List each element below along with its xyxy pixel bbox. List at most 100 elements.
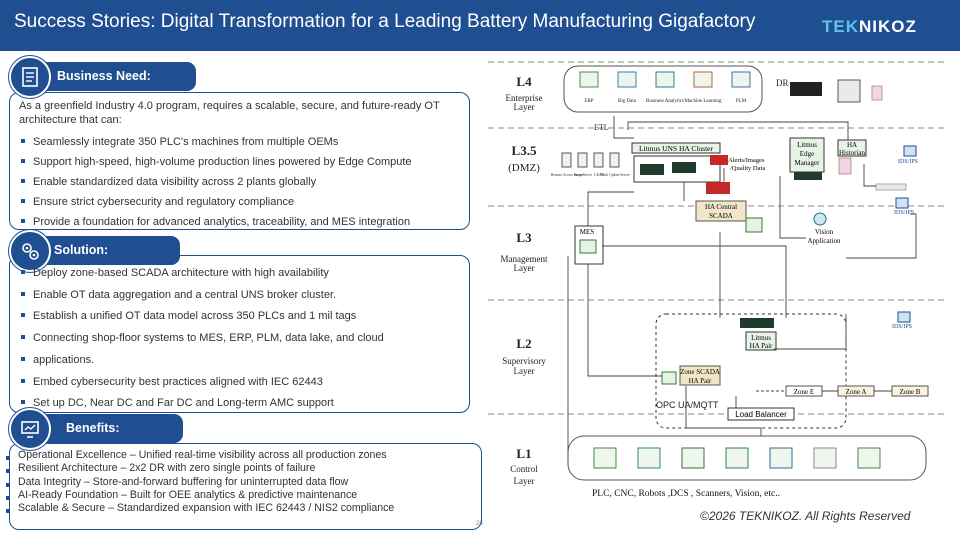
layer-name: Management: [501, 254, 548, 264]
layer-name: Layer: [514, 263, 535, 273]
layer-name: Enterprise: [506, 93, 543, 103]
enterprise-app-label: ERP: [584, 99, 593, 104]
litmus-node: [640, 164, 664, 175]
ha-scada-label-1: HA Central: [705, 203, 737, 211]
zone-label: Zone A: [846, 388, 867, 396]
uns-cluster-label: Litmus UNS HA Cluster: [639, 144, 713, 153]
connector: [685, 386, 762, 436]
page-number: 28: [476, 521, 483, 527]
device-icon: [857, 447, 881, 469]
dr-label: DR: [776, 78, 789, 88]
connector: [587, 191, 634, 226]
layer-id: L4: [516, 74, 532, 89]
idsips-icon: [903, 145, 917, 157]
business-need-item: Enable standardized data visibility acro…: [19, 172, 412, 192]
scada-monitor-icon: [745, 217, 763, 233]
connector: [779, 176, 806, 239]
layer-id: L2: [516, 336, 531, 351]
benefits-heading: Benefits:: [28, 414, 183, 443]
enterprise-app-label: Big Data: [618, 99, 637, 104]
layer-id: L3.5: [512, 143, 537, 158]
benefits-icon: [9, 408, 51, 450]
header-bar: Success Stories: Digital Transformation …: [0, 0, 960, 51]
connector: [774, 314, 847, 350]
document-icon: [9, 56, 51, 98]
historian-label-2: Historian: [839, 149, 866, 157]
dmz-server-icon: [593, 152, 604, 168]
ha-scada-label-2: SCADA: [709, 212, 733, 220]
litmus-node: [672, 162, 696, 173]
layer-id: L3: [516, 230, 532, 245]
benefits-list: Operational Excellence – Unified real-ti…: [4, 449, 394, 515]
connector: [863, 164, 876, 187]
dr-database-icon: [871, 85, 883, 101]
mes-monitor-icon: [579, 239, 597, 254]
litmus-ha-pair-box: [745, 331, 777, 351]
dmz-server-label: Jump Server: [574, 173, 593, 177]
load-balancer-label: Load Balancer: [735, 410, 787, 419]
idsips-icon: [897, 311, 911, 323]
alerts-label-1: Alerts/Images: [728, 157, 765, 164]
business-need-item: Ensure strict cybersecurity and regulato…: [19, 192, 412, 212]
dmz-server-label: Patch Update Server: [600, 173, 630, 177]
layer-name: Layer: [514, 476, 535, 486]
benefit-item: Resilient Architecture – 2x2 DR with zer…: [4, 462, 394, 475]
page-title: Success Stories: Digital Transformation …: [14, 11, 756, 32]
solution-item: Establish a unified OT data model across…: [19, 306, 384, 328]
switch-icon: [875, 183, 907, 191]
layer-id: L1: [516, 446, 531, 461]
benefit-item: AI-Ready Foundation – Built for OEE anal…: [4, 489, 394, 502]
dr-historian-icon: [837, 79, 861, 103]
benefit-title: Scalable & Secure –: [18, 502, 114, 515]
vision-icon: [813, 212, 827, 226]
historian-database-icon: [838, 157, 852, 175]
device-icon: [725, 447, 749, 469]
firewall-icon: [710, 155, 728, 165]
layer-name: Layer: [514, 102, 535, 112]
solution-item: Enable OT data aggregation and a central…: [19, 285, 384, 307]
dmz-server-icon: [561, 152, 572, 168]
layer-name: Supervisory: [502, 356, 546, 366]
business-need-item: Seamlessly integrate 350 PLC's machines …: [19, 132, 412, 152]
vision-label-1: Vision: [815, 228, 834, 236]
business-need-item: Provide a foundation for advanced analyt…: [19, 212, 412, 232]
connector: [846, 213, 917, 259]
opc-label: OPC UA/MQTT: [656, 400, 719, 410]
enterprise-app-icon: [655, 71, 675, 88]
solution-item: Embed cybersecurity best practices align…: [19, 372, 384, 394]
layer-name: Control: [510, 464, 538, 474]
enterprise-app-label: Business Analytics: [646, 99, 684, 104]
layer-name: (DMZ): [508, 162, 540, 174]
firewall-icon: [706, 182, 730, 194]
load-balancer-box: [727, 407, 795, 421]
zone-scada-label-1: Zone SCADA: [680, 368, 720, 376]
gears-icon: [9, 230, 51, 272]
dmz-server-icon: [577, 152, 588, 168]
idsips-label-3: IDS/IPS: [892, 324, 912, 330]
benefits-box: [9, 443, 482, 530]
solution-box: [9, 255, 470, 413]
enterprise-app-label: Machine Learning: [685, 99, 722, 104]
historian-label-1: HA: [847, 141, 857, 149]
dmz-server-label: Remote Access Server: [551, 173, 584, 177]
solution-item: applications.: [19, 350, 384, 372]
vision-label-2: Application: [807, 237, 841, 245]
zone-scada-monitor-icon: [661, 371, 677, 385]
edge-manager-label-1: Litmus: [797, 141, 817, 149]
enterprise-app-icon: [693, 71, 713, 88]
enterprise-app-icon: [731, 71, 751, 88]
business-need-box: [9, 92, 470, 230]
litmus-ha-label-2: HA Pair: [750, 342, 773, 350]
device-icon: [813, 447, 837, 469]
benefit-detail: Store-and-forward buffering for uninterr…: [89, 475, 349, 488]
business-intro: As a greenfield Industry 4.0 program, re…: [19, 100, 440, 126]
benefit-detail: Standardized expansion with IEC 62443 / …: [114, 502, 395, 515]
benefit-item: Operational Excellence – Unified real-ti…: [4, 449, 394, 462]
benefit-title: Data Integrity –: [18, 475, 90, 488]
device-icon: [769, 447, 793, 469]
devices-label: PLC, CNC, Robots ,DCS , Scanners, Vision…: [592, 489, 780, 499]
idsips-icon: [895, 197, 909, 209]
historian-box: [837, 139, 867, 157]
edge-manager-label-3: Manager: [795, 159, 821, 167]
benefit-item: Scalable & Secure – Standardized expansi…: [4, 502, 394, 515]
